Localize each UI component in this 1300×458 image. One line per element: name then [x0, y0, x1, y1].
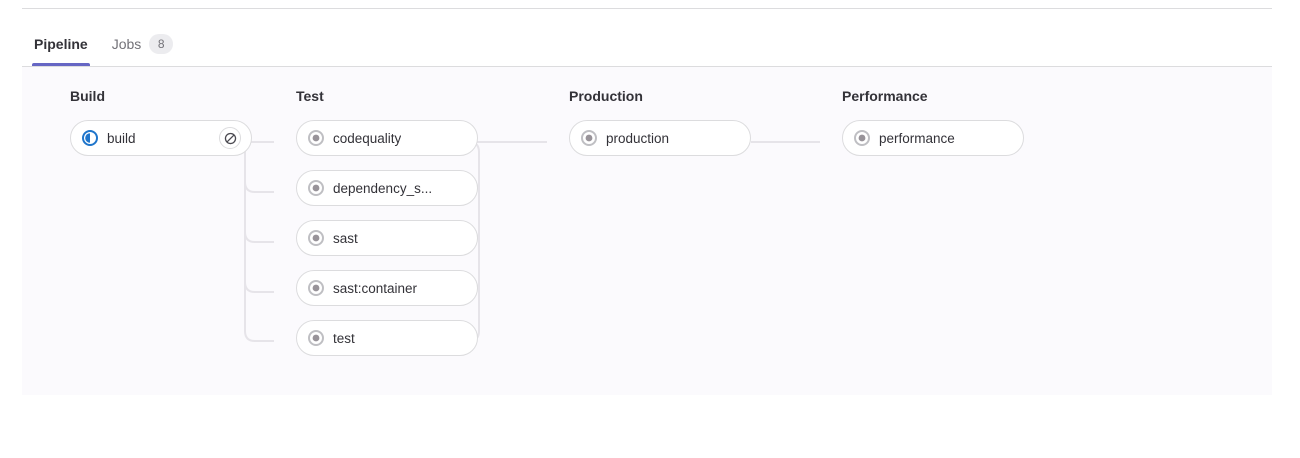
job-name-dependency-scanning: dependency_s... — [333, 180, 433, 196]
status-pending-icon — [308, 330, 324, 346]
tab-jobs-count-badge: 8 — [149, 34, 174, 54]
pipeline-graph-panel: Build build — [22, 67, 1272, 395]
job-name-sast-container: sast:container — [333, 280, 418, 296]
tab-bar: Pipeline Jobs 8 — [22, 22, 1272, 67]
tab-pipeline-label: Pipeline — [34, 36, 88, 52]
job-node-production[interactable]: production — [569, 120, 751, 156]
job-name-test: test — [333, 330, 355, 346]
stage-jobs-production: production — [547, 120, 797, 156]
tab-jobs[interactable]: Jobs 8 — [100, 22, 186, 66]
pipeline-stage-performance: Performance performance — [820, 67, 1070, 170]
job-name-sast: sast — [333, 230, 358, 246]
tab-jobs-label: Jobs — [111, 36, 142, 52]
job-name-production: production — [606, 130, 670, 146]
status-pending-icon — [581, 130, 597, 146]
job-node-performance[interactable]: performance — [842, 120, 1024, 156]
status-running-icon — [82, 130, 98, 146]
pipeline-stage-test: Test codequality dependency_s... — [274, 67, 524, 370]
job-node-codequality[interactable]: codequality — [296, 120, 478, 156]
tab-pipeline[interactable]: Pipeline — [22, 22, 100, 66]
stage-jobs-performance: performance — [820, 120, 1070, 156]
stage-title-build: Build — [70, 88, 105, 104]
job-node-test[interactable]: test — [296, 320, 478, 356]
status-pending-icon — [854, 130, 870, 146]
cancel-icon — [224, 132, 236, 144]
job-name-build: build — [107, 130, 136, 146]
stage-jobs-test: codequality dependency_s... sast — [274, 120, 524, 356]
stage-jobs-build: build — [48, 120, 298, 156]
job-name-codequality: codequality — [333, 130, 402, 146]
stage-title-performance: Performance — [842, 88, 928, 104]
job-node-dependency-scanning[interactable]: dependency_s... — [296, 170, 478, 206]
job-node-sast[interactable]: sast — [296, 220, 478, 256]
status-pending-icon — [308, 230, 324, 246]
stage-title-test: Test — [296, 88, 324, 104]
job-name-performance: performance — [879, 130, 955, 146]
cancel-job-button[interactable] — [219, 127, 241, 149]
pipeline-stage-production: Production production — [547, 67, 797, 170]
stage-title-production: Production — [569, 88, 643, 104]
job-node-build[interactable]: build — [70, 120, 252, 156]
pipeline-stage-build: Build build — [48, 67, 298, 170]
status-pending-icon — [308, 130, 324, 146]
top-divider — [22, 8, 1272, 9]
status-pending-icon — [308, 280, 324, 296]
status-pending-icon — [308, 180, 324, 196]
job-node-sast-container[interactable]: sast:container — [296, 270, 478, 306]
